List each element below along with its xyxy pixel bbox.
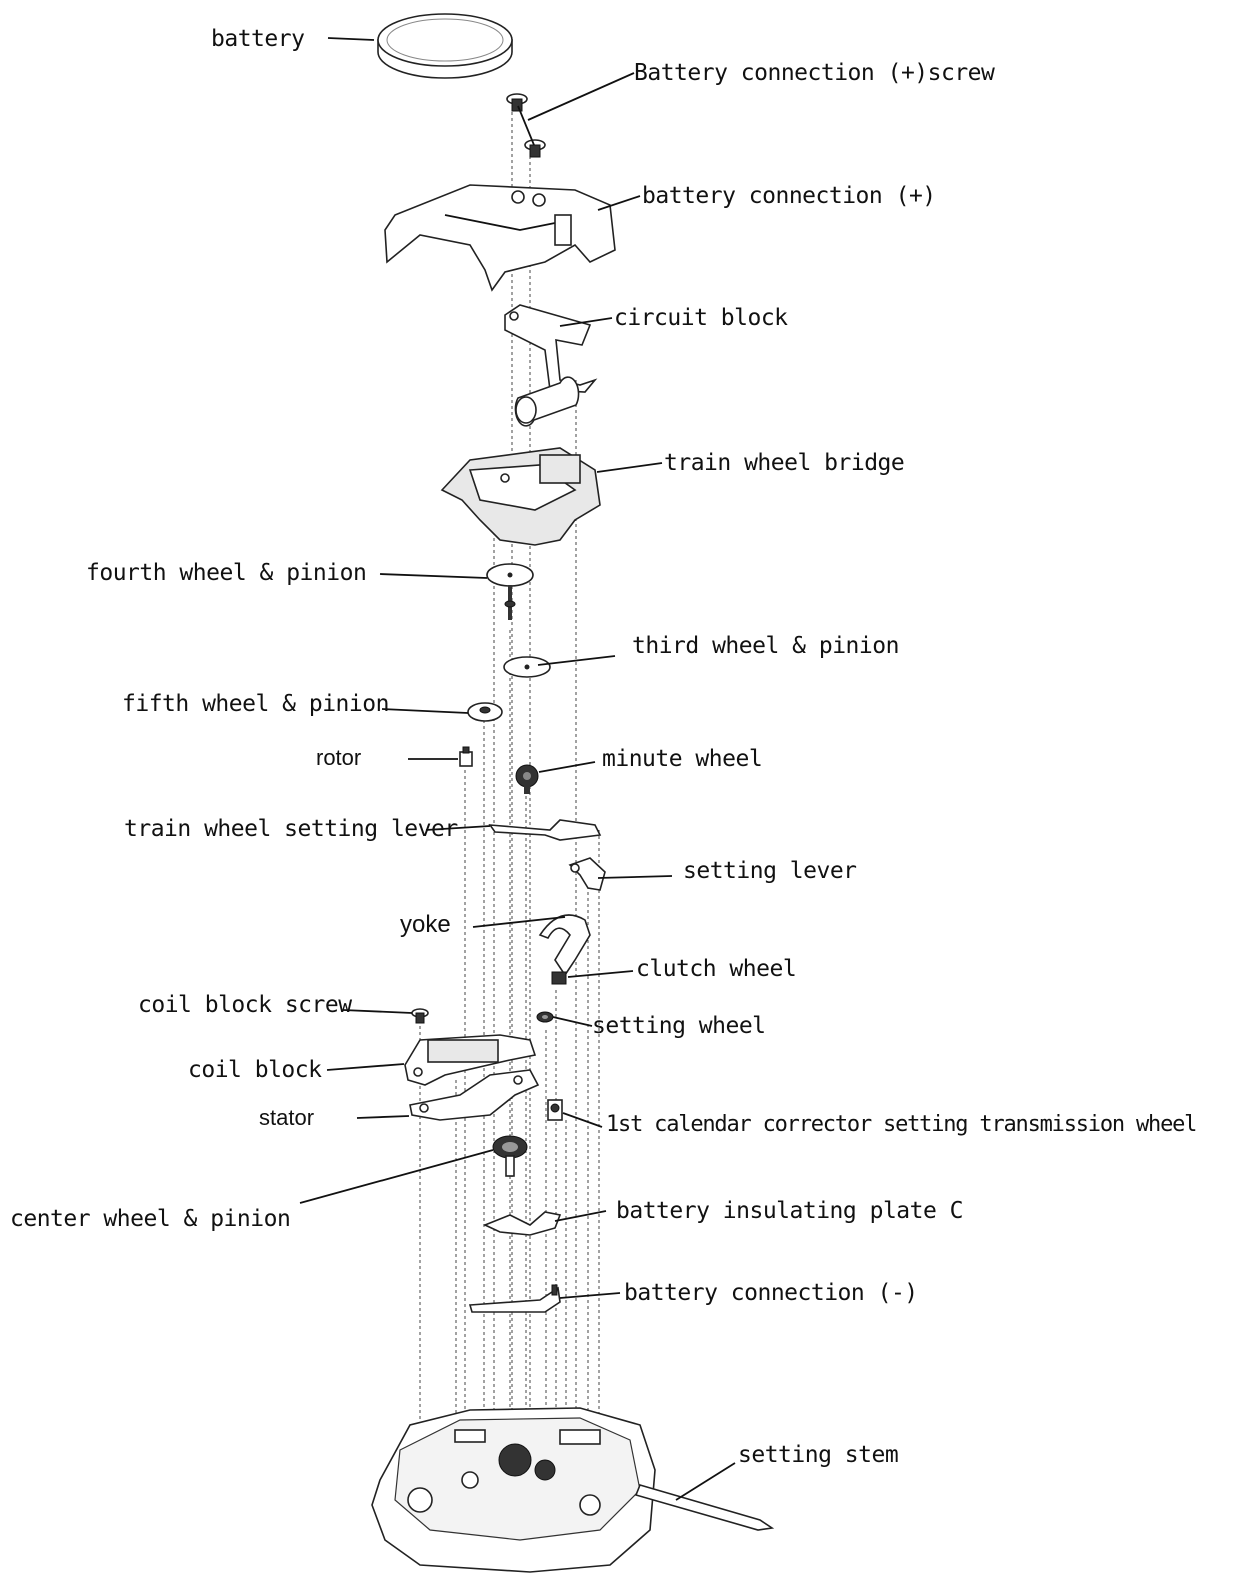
label-coil-block-screw: coil block screw xyxy=(138,992,352,1018)
setting-wheel-part xyxy=(536,1011,554,1023)
label-clutch-wheel: clutch wheel xyxy=(636,956,797,982)
first-calendar-wheel-part xyxy=(547,1099,563,1121)
fourth-wheel-part xyxy=(486,563,534,620)
label-battery-connection-plus: battery connection (+) xyxy=(642,183,936,209)
rotor-part xyxy=(459,746,473,767)
label-battery-connection-minus: battery connection (-) xyxy=(624,1280,918,1306)
yoke-part xyxy=(538,914,591,977)
minute-wheel-part xyxy=(515,764,539,794)
label-battery: battery xyxy=(211,26,305,52)
label-battery-connection-screw: Battery connection (+)screw xyxy=(634,60,995,86)
battery-connection-screws xyxy=(506,93,546,158)
main-plate-part xyxy=(371,1407,656,1573)
label-train-wheel-bridge: train wheel bridge xyxy=(664,450,905,476)
setting-lever-part xyxy=(568,857,606,891)
label-setting-lever: setting lever xyxy=(683,858,857,884)
label-third-wheel: third wheel & pinion xyxy=(632,633,899,659)
label-battery-insulating-plate: battery insulating plate C xyxy=(616,1198,964,1224)
clutch-wheel-part xyxy=(551,971,567,985)
fifth-wheel-part xyxy=(467,702,503,722)
assembly-axes xyxy=(419,100,600,1470)
label-yoke: yoke xyxy=(400,911,451,938)
battery-insulating-plate-part xyxy=(482,1211,562,1236)
label-fifth-wheel: fifth wheel & pinion xyxy=(122,691,389,717)
battery-part xyxy=(377,13,513,79)
label-coil-block: coil block xyxy=(188,1057,322,1083)
coil-block-part xyxy=(404,1034,537,1086)
label-center-wheel: center wheel & pinion xyxy=(10,1206,291,1232)
stator-part xyxy=(409,1069,540,1121)
label-setting-wheel: setting wheel xyxy=(592,1013,766,1039)
label-fourth-wheel: fourth wheel & pinion xyxy=(86,560,367,586)
leader-lines xyxy=(299,37,736,1501)
label-setting-stem: setting stem xyxy=(738,1442,899,1468)
circuit-block-part xyxy=(504,304,598,427)
center-wheel-part xyxy=(492,1135,528,1177)
label-stator: stator xyxy=(259,1105,315,1130)
third-wheel-part xyxy=(503,656,551,678)
setting-stem-part xyxy=(634,1484,775,1531)
label-first-calendar-wheel: 1st calendar corrector setting transmiss… xyxy=(606,1112,1197,1137)
coil-block-screw-part xyxy=(411,1008,429,1024)
train-wheel-bridge-part xyxy=(440,447,601,546)
label-train-wheel-setting-lever: train wheel setting lever xyxy=(124,816,458,842)
label-circuit-block: circuit block xyxy=(614,305,788,331)
label-minute-wheel: minute wheel xyxy=(602,746,763,772)
battery-connection-plus-plate xyxy=(384,184,616,292)
label-rotor: rotor xyxy=(316,745,362,770)
battery-connection-minus-part xyxy=(468,1284,561,1313)
train-wheel-setting-lever-part xyxy=(488,819,602,841)
